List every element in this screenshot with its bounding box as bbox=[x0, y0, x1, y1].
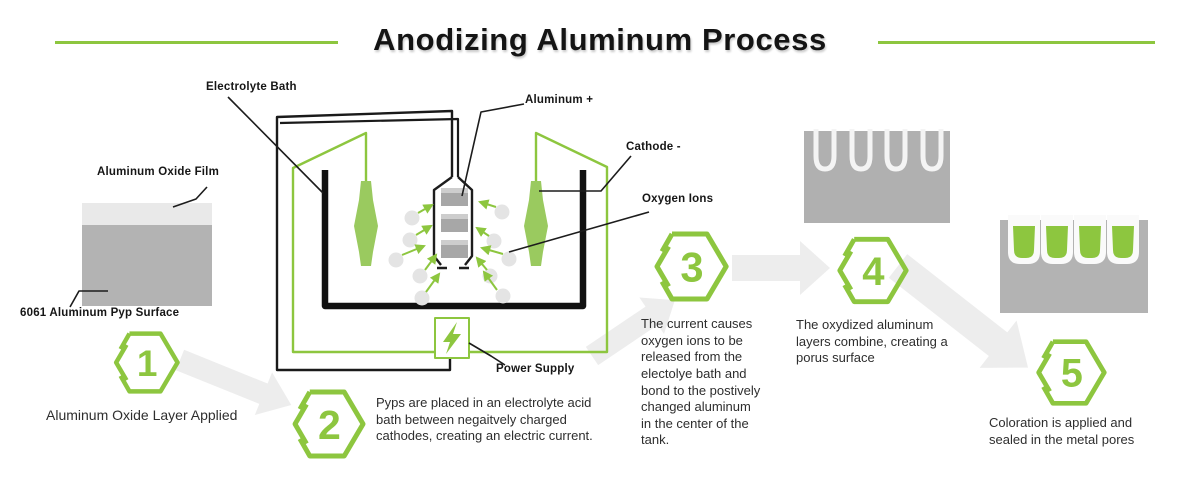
oxygen-ion bbox=[414, 290, 430, 306]
label-aluminum-oxide-film: Aluminum Oxide Film bbox=[97, 166, 220, 178]
porous-surface-illustration bbox=[804, 129, 950, 223]
step-number: 5 bbox=[1061, 352, 1083, 396]
step-badge-1: 1 bbox=[113, 331, 180, 394]
anode-wire bbox=[275, 109, 454, 372]
label-aluminum-anode: Aluminum + bbox=[525, 94, 594, 106]
right-cathode-shape bbox=[524, 181, 548, 266]
aluminum-pieces bbox=[441, 188, 468, 258]
label-oxygen-ions: Oxygen Ions bbox=[642, 193, 714, 205]
anode-wire-inner bbox=[279, 117, 460, 177]
step-1-caption: Aluminum Oxide Layer Applied bbox=[46, 407, 238, 423]
step-4-caption: The oxydized aluminum layers combine, cr… bbox=[796, 317, 948, 366]
tank bbox=[321, 170, 587, 310]
lightning-icon bbox=[443, 322, 461, 354]
bath-tank-illustration bbox=[275, 109, 609, 372]
step-2-caption: Pyps are placed in an electrolyte acid b… bbox=[376, 395, 593, 444]
label-aluminum-surface: 6061 Aluminum Pyp Surface bbox=[20, 307, 180, 319]
flow-arrow-step4-step5 bbox=[888, 254, 1029, 368]
step-number: 2 bbox=[318, 402, 341, 448]
colored-pores-illustration bbox=[1000, 215, 1148, 313]
step-badge-2: 2 bbox=[292, 389, 366, 459]
title-divider-left bbox=[55, 41, 338, 44]
aluminum-vessel bbox=[432, 176, 453, 266]
oxygen-ion bbox=[495, 288, 511, 304]
page-title: Anodizing Aluminum Process bbox=[373, 22, 827, 57]
step-badge-4: 4 bbox=[837, 236, 909, 305]
leader-lines bbox=[69, 96, 650, 366]
flow-arrow-step1-step2 bbox=[175, 349, 292, 416]
oxygen-ions bbox=[388, 204, 517, 306]
pore-color-fill bbox=[1013, 226, 1134, 258]
chevron-left-icon bbox=[292, 403, 309, 445]
oxygen-ion bbox=[412, 268, 428, 284]
step-badge-3: 3 bbox=[654, 231, 729, 302]
step-badge-5: 5 bbox=[1036, 339, 1107, 406]
step-number: 4 bbox=[862, 250, 885, 294]
oxygen-ion bbox=[388, 252, 404, 268]
step-number: 3 bbox=[680, 244, 703, 291]
oxygen-ion bbox=[494, 204, 510, 220]
sample-block-illustration bbox=[82, 203, 212, 306]
flow-arrow-step3-step4 bbox=[732, 241, 830, 295]
chevron-left-icon bbox=[113, 343, 129, 382]
label-electrolyte-bath: Electrolyte Bath bbox=[206, 81, 297, 93]
oxygen-ion bbox=[402, 232, 418, 248]
chevron-left-icon bbox=[1036, 352, 1052, 393]
step-5-caption: Coloration is applied and sealed in the … bbox=[989, 415, 1135, 447]
chevron-left-icon bbox=[654, 245, 671, 288]
step-number: 1 bbox=[137, 343, 158, 384]
oxygen-ion bbox=[404, 210, 420, 226]
left-cathode-shape bbox=[354, 181, 378, 266]
ion-arrows bbox=[401, 199, 504, 293]
label-cathode: Cathode - bbox=[626, 141, 681, 153]
oxygen-ion bbox=[501, 251, 517, 267]
chevron-left-icon bbox=[837, 250, 854, 291]
title-divider-right bbox=[878, 41, 1155, 44]
oxygen-ion bbox=[486, 233, 502, 249]
label-power-supply: Power Supply bbox=[496, 363, 575, 375]
step-3-caption: The current causes oxygen ions to be rel… bbox=[641, 316, 761, 448]
